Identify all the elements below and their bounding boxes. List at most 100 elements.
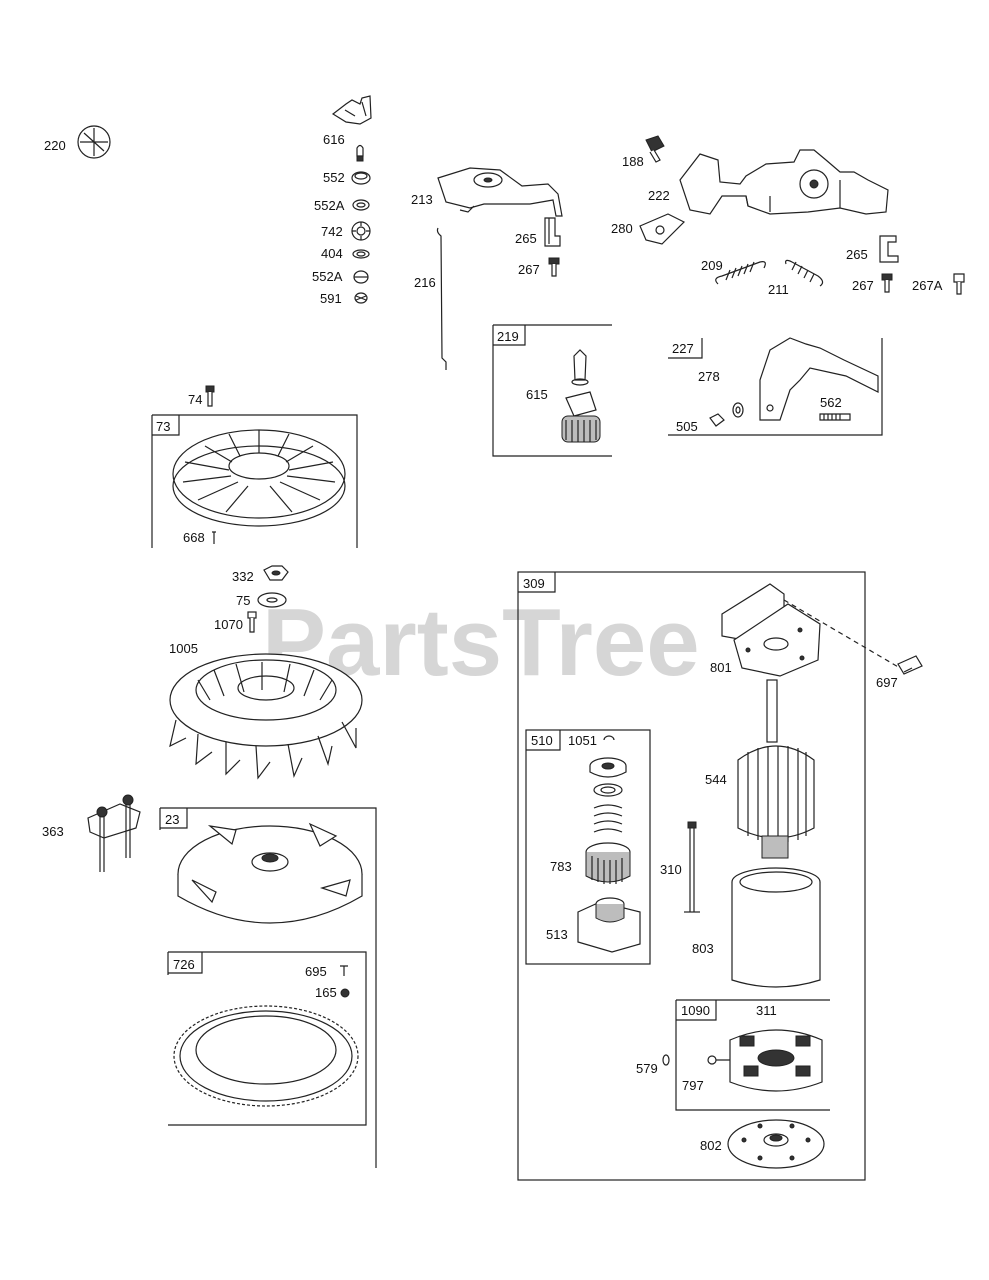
part-505-icon[interactable] — [709, 413, 725, 427]
part-695-icon[interactable] — [340, 965, 348, 976]
part-310-icon[interactable] — [684, 821, 700, 913]
part-280-icon[interactable] — [639, 213, 686, 245]
part-216-icon[interactable] — [436, 227, 447, 370]
box-label-510: 510 — [531, 733, 553, 748]
part-552a-icon[interactable] — [352, 199, 370, 211]
box-label-227: 227 — [672, 341, 694, 356]
box-23 — [159, 807, 377, 1168]
part-220-icon[interactable] — [77, 125, 111, 159]
label-668: 668 — [183, 530, 205, 545]
label-544: 544 — [705, 772, 727, 787]
part-75-icon[interactable] — [257, 592, 287, 608]
box-label-73: 73 — [156, 419, 170, 434]
label-801: 801 — [710, 660, 732, 675]
part-227-icon[interactable] — [759, 337, 879, 421]
label-363: 363 — [42, 824, 64, 839]
part-267-1-icon[interactable] — [548, 257, 560, 277]
label-332: 332 — [232, 569, 254, 584]
part-726-ring-gear-icon[interactable] — [173, 1005, 359, 1107]
part-562-icon[interactable] — [819, 413, 851, 421]
part-209-icon[interactable] — [715, 261, 766, 285]
label-1051: 1051 — [568, 733, 597, 748]
label-579: 579 — [636, 1061, 658, 1076]
part-211-icon[interactable] — [785, 259, 824, 287]
label-211: 211 — [768, 282, 789, 297]
part-591-icon[interactable] — [354, 292, 368, 304]
part-188-icon[interactable] — [645, 135, 665, 163]
part-265-2-icon[interactable] — [879, 235, 899, 263]
part-668-icon[interactable] — [212, 531, 216, 544]
label-280: 280 — [611, 221, 633, 236]
box-label-1090: 1090 — [681, 1003, 710, 1018]
box-219 — [492, 324, 612, 457]
label-278: 278 — [698, 369, 720, 384]
label-562: 562 — [820, 395, 842, 410]
box-label-309: 309 — [523, 576, 545, 591]
box-309 — [517, 571, 866, 1181]
label-165: 165 — [315, 985, 337, 1000]
part-801-icon[interactable] — [721, 583, 901, 677]
label-188: 188 — [622, 154, 644, 169]
part-803-housing-icon[interactable] — [731, 867, 821, 988]
part-742-icon[interactable] — [351, 221, 371, 241]
label-802: 802 — [700, 1138, 722, 1153]
label-797: 797 — [682, 1078, 704, 1093]
box-label-726: 726 — [173, 957, 195, 972]
label-267-1: 267 — [518, 262, 540, 277]
label-267-2: 267 — [852, 278, 874, 293]
part-615-icon[interactable] — [561, 349, 601, 443]
label-513: 513 — [546, 927, 568, 942]
part-165-icon[interactable] — [340, 988, 350, 998]
label-220: 220 — [44, 138, 66, 153]
label-552a-2: 552A — [312, 269, 343, 284]
label-1005: 1005 — [169, 641, 198, 656]
label-213: 213 — [411, 192, 433, 207]
part-404-icon[interactable] — [352, 249, 370, 259]
label-552: 552 — [323, 170, 345, 185]
part-1051-icon[interactable] — [603, 735, 615, 741]
label-742: 742 — [321, 224, 343, 239]
part-222-icon[interactable] — [679, 149, 889, 215]
part-510-gear-stack-icon[interactable] — [577, 757, 641, 953]
part-332-icon[interactable] — [263, 565, 289, 581]
part-697-icon[interactable] — [897, 655, 923, 675]
box-726 — [167, 951, 367, 1126]
part-544-armature-icon[interactable] — [737, 679, 815, 859]
part-1070-icon[interactable] — [247, 611, 257, 633]
label-697: 697 — [876, 675, 898, 690]
box-label-23: 23 — [165, 812, 179, 827]
part-552-icon[interactable] — [351, 171, 371, 185]
part-1090-brush-plate-icon[interactable] — [707, 1029, 823, 1092]
box-510 — [525, 729, 651, 965]
part-616-icon[interactable] — [331, 95, 372, 125]
part-213-icon[interactable] — [437, 167, 563, 217]
box-227 — [668, 338, 883, 436]
label-265-1: 265 — [515, 231, 537, 246]
part-579-icon[interactable] — [662, 1054, 670, 1066]
label-783: 783 — [550, 859, 572, 874]
label-209: 209 — [701, 258, 723, 273]
part-267-2-icon[interactable] — [881, 273, 893, 293]
label-267a: 267A — [912, 278, 943, 293]
part-552a-2-icon[interactable] — [353, 270, 369, 284]
box-1090 — [675, 999, 830, 1111]
part-802-end-plate-icon[interactable] — [727, 1119, 825, 1169]
part-74-icon[interactable] — [205, 385, 215, 407]
part-267a-icon[interactable] — [953, 273, 965, 295]
part-616-bulb-icon[interactable] — [356, 144, 364, 162]
box-label-219: 219 — [497, 329, 519, 344]
label-310: 310 — [660, 862, 682, 877]
part-265-1-icon[interactable] — [544, 217, 561, 247]
label-311: 311 — [756, 1003, 777, 1018]
label-216: 216 — [414, 275, 436, 290]
part-1005-fan-icon[interactable] — [169, 653, 363, 780]
label-616: 616 — [323, 132, 345, 147]
part-23-flywheel-icon[interactable] — [177, 822, 363, 924]
label-591: 591 — [320, 291, 342, 306]
part-73-blower-housing-icon[interactable] — [172, 429, 346, 527]
label-615: 615 — [526, 387, 548, 402]
box-73 — [151, 414, 358, 548]
part-363-icon[interactable] — [87, 794, 141, 872]
part-278-icon[interactable] — [732, 402, 744, 418]
